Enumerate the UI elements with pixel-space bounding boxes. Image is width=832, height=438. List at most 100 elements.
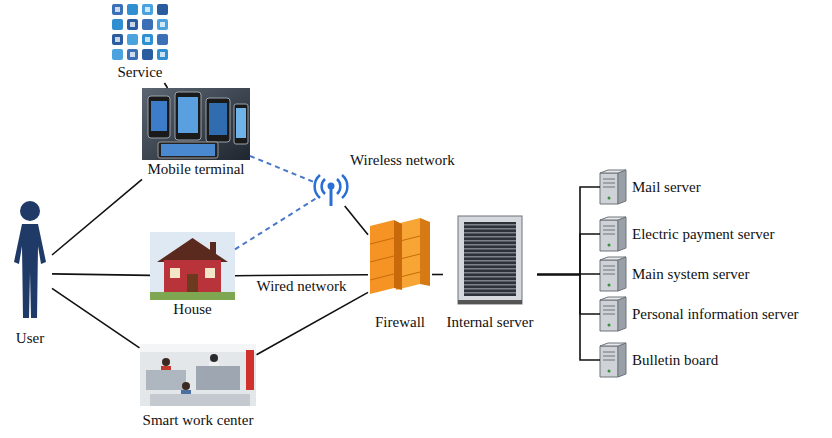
bus-line bbox=[537, 275, 600, 361]
wired-link bbox=[52, 288, 140, 347]
mobile-terminal-photo bbox=[178, 97, 198, 133]
server-icon: Mail server bbox=[600, 170, 703, 204]
wired-link bbox=[235, 274, 368, 277]
house-picture bbox=[164, 260, 221, 294]
mobile-terminal-photo bbox=[142, 88, 250, 160]
mobile-terminal-photo bbox=[175, 92, 201, 140]
internal-server-icon bbox=[458, 216, 522, 304]
smart-work-center-photo bbox=[162, 358, 170, 366]
firewall-icon bbox=[370, 236, 420, 280]
internal-server-icon bbox=[458, 216, 522, 304]
node-label: Bulletin board bbox=[632, 352, 718, 369]
server-icons bbox=[600, 297, 626, 331]
service-icon-grid bbox=[112, 49, 123, 60]
node-label: House bbox=[150, 301, 235, 318]
service-icon-grid bbox=[142, 19, 153, 30]
house-picture bbox=[157, 238, 228, 262]
mobile-terminal-photo bbox=[158, 142, 218, 158]
mobile-terminal-photo bbox=[234, 104, 248, 144]
server-icons bbox=[600, 170, 626, 377]
smart-work-center-photo bbox=[140, 344, 256, 406]
smart-work-center-photo bbox=[150, 394, 250, 406]
mobile-terminal-photo bbox=[236, 108, 246, 138]
mobile-terminal-photo bbox=[209, 103, 227, 135]
server-icons bbox=[600, 343, 626, 377]
mobile-terminal-photo bbox=[148, 96, 170, 138]
user-figure: User bbox=[8, 198, 52, 349]
connectors bbox=[52, 83, 600, 360]
firewall-icon bbox=[420, 218, 430, 286]
wired-link bbox=[432, 274, 443, 276]
service-icon-grid bbox=[142, 49, 153, 60]
node-label: Smart work center bbox=[140, 412, 257, 429]
house-picture bbox=[170, 268, 180, 278]
node-label: Electric payment server bbox=[632, 226, 774, 243]
service-icon-grid bbox=[127, 34, 138, 45]
server-icon: Personal information server bbox=[600, 297, 801, 331]
smart-work-center-photo bbox=[140, 344, 256, 352]
service-icon-grid bbox=[127, 4, 138, 15]
wireless-antenna bbox=[328, 183, 335, 190]
node-label: Personal information server bbox=[632, 306, 799, 323]
node-label: Mail server bbox=[632, 179, 701, 196]
house-picture bbox=[150, 292, 235, 300]
house-picture bbox=[150, 232, 235, 300]
user-figure bbox=[14, 224, 46, 318]
bus-line bbox=[537, 275, 600, 315]
wireless-antenna bbox=[315, 175, 348, 198]
internal-server-icon bbox=[458, 300, 522, 304]
node-label: Service bbox=[112, 64, 168, 81]
smart-work-center-photo bbox=[210, 354, 218, 362]
node-label: Internal server bbox=[443, 314, 537, 331]
wireless-antenna bbox=[330, 189, 333, 206]
mobile-terminal-photo bbox=[151, 101, 167, 131]
wireless-link bbox=[250, 156, 316, 183]
house-picture bbox=[205, 268, 215, 278]
server-icons bbox=[600, 217, 626, 251]
smart-work-center-photo: Smart work center bbox=[140, 344, 257, 431]
firewall-icon bbox=[394, 220, 402, 290]
server-icons bbox=[600, 257, 626, 291]
user-figure bbox=[14, 201, 46, 318]
service-icon-grid bbox=[157, 4, 168, 15]
smart-work-center-photo bbox=[146, 370, 186, 390]
user-figure bbox=[20, 201, 40, 221]
house-picture bbox=[187, 274, 198, 294]
wireless-link bbox=[235, 198, 316, 249]
node-label: Wireless network bbox=[350, 152, 455, 169]
wireless-antenna: Wireless network bbox=[316, 172, 346, 206]
internal-server-icon: Internal server bbox=[443, 216, 537, 333]
service-icon-grid bbox=[115, 7, 165, 57]
wireless-antenna bbox=[315, 175, 348, 206]
node-label: Mobile terminal bbox=[142, 161, 250, 178]
node-label: Main system server bbox=[632, 266, 749, 283]
firewall-icon bbox=[370, 218, 430, 294]
bus-line bbox=[537, 234, 600, 275]
node-label: User bbox=[8, 330, 52, 347]
wired-link bbox=[164, 83, 167, 88]
service-icon-grid: Service bbox=[112, 4, 168, 83]
mobile-terminal-photo bbox=[206, 98, 230, 142]
server-icon: Electric payment server bbox=[600, 217, 777, 251]
edge-label: Wired network bbox=[255, 278, 349, 295]
smart-work-center-photo bbox=[246, 350, 254, 390]
firewall-icon: Firewall bbox=[368, 216, 432, 333]
house-picture bbox=[150, 232, 235, 300]
service-icon-grid bbox=[112, 4, 168, 60]
mobile-terminal-photo bbox=[142, 88, 250, 160]
smart-work-center-photo bbox=[140, 344, 256, 406]
server-icons bbox=[600, 170, 626, 204]
wired-link bbox=[345, 206, 368, 235]
node-label: Firewall bbox=[368, 314, 432, 331]
internal-server-icon bbox=[464, 222, 516, 296]
smart-work-center-photo bbox=[182, 382, 190, 390]
wired-link bbox=[52, 179, 142, 255]
wired-link bbox=[257, 292, 369, 354]
smart-work-center-photo bbox=[196, 366, 240, 390]
server-icon: Main system server bbox=[600, 257, 752, 291]
mobile-terminal-photo bbox=[161, 144, 215, 156]
wired-link bbox=[52, 274, 150, 276]
mobile-terminal-photo: Mobile terminal bbox=[142, 88, 250, 180]
service-icon-grid bbox=[112, 19, 123, 30]
